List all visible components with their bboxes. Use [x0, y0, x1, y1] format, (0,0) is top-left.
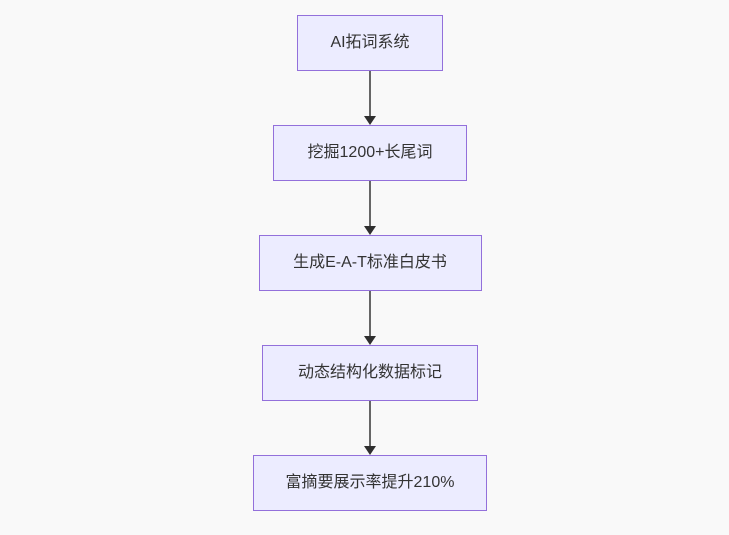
- arrow-down-icon: [363, 291, 377, 345]
- arrow-down-icon: [363, 71, 377, 125]
- arrow-shaft: [369, 291, 371, 336]
- arrow-head-icon: [364, 116, 376, 125]
- arrow-head-icon: [364, 336, 376, 345]
- flow-node-structured-data-markup: 动态结构化数据标记: [262, 345, 478, 401]
- arrow-down-icon: [363, 401, 377, 455]
- arrow-head-icon: [364, 226, 376, 235]
- arrow-head-icon: [364, 446, 376, 455]
- arrow-shaft: [369, 181, 371, 226]
- flowchart-column: AI拓词系统 挖掘1200+长尾词 生成E-A-T标准白皮书 动态结构化数据标记…: [253, 15, 487, 511]
- arrow-shaft: [369, 71, 371, 116]
- arrow-shaft: [369, 401, 371, 446]
- flow-node-ai-word-expansion: AI拓词系统: [297, 15, 443, 71]
- flow-node-eat-whitepaper: 生成E-A-T标准白皮书: [258, 235, 482, 291]
- arrow-down-icon: [363, 181, 377, 235]
- flow-node-rich-snippet-rate: 富摘要展示率提升210%: [253, 455, 487, 511]
- flow-node-longtail-keywords: 挖掘1200+长尾词: [273, 125, 467, 181]
